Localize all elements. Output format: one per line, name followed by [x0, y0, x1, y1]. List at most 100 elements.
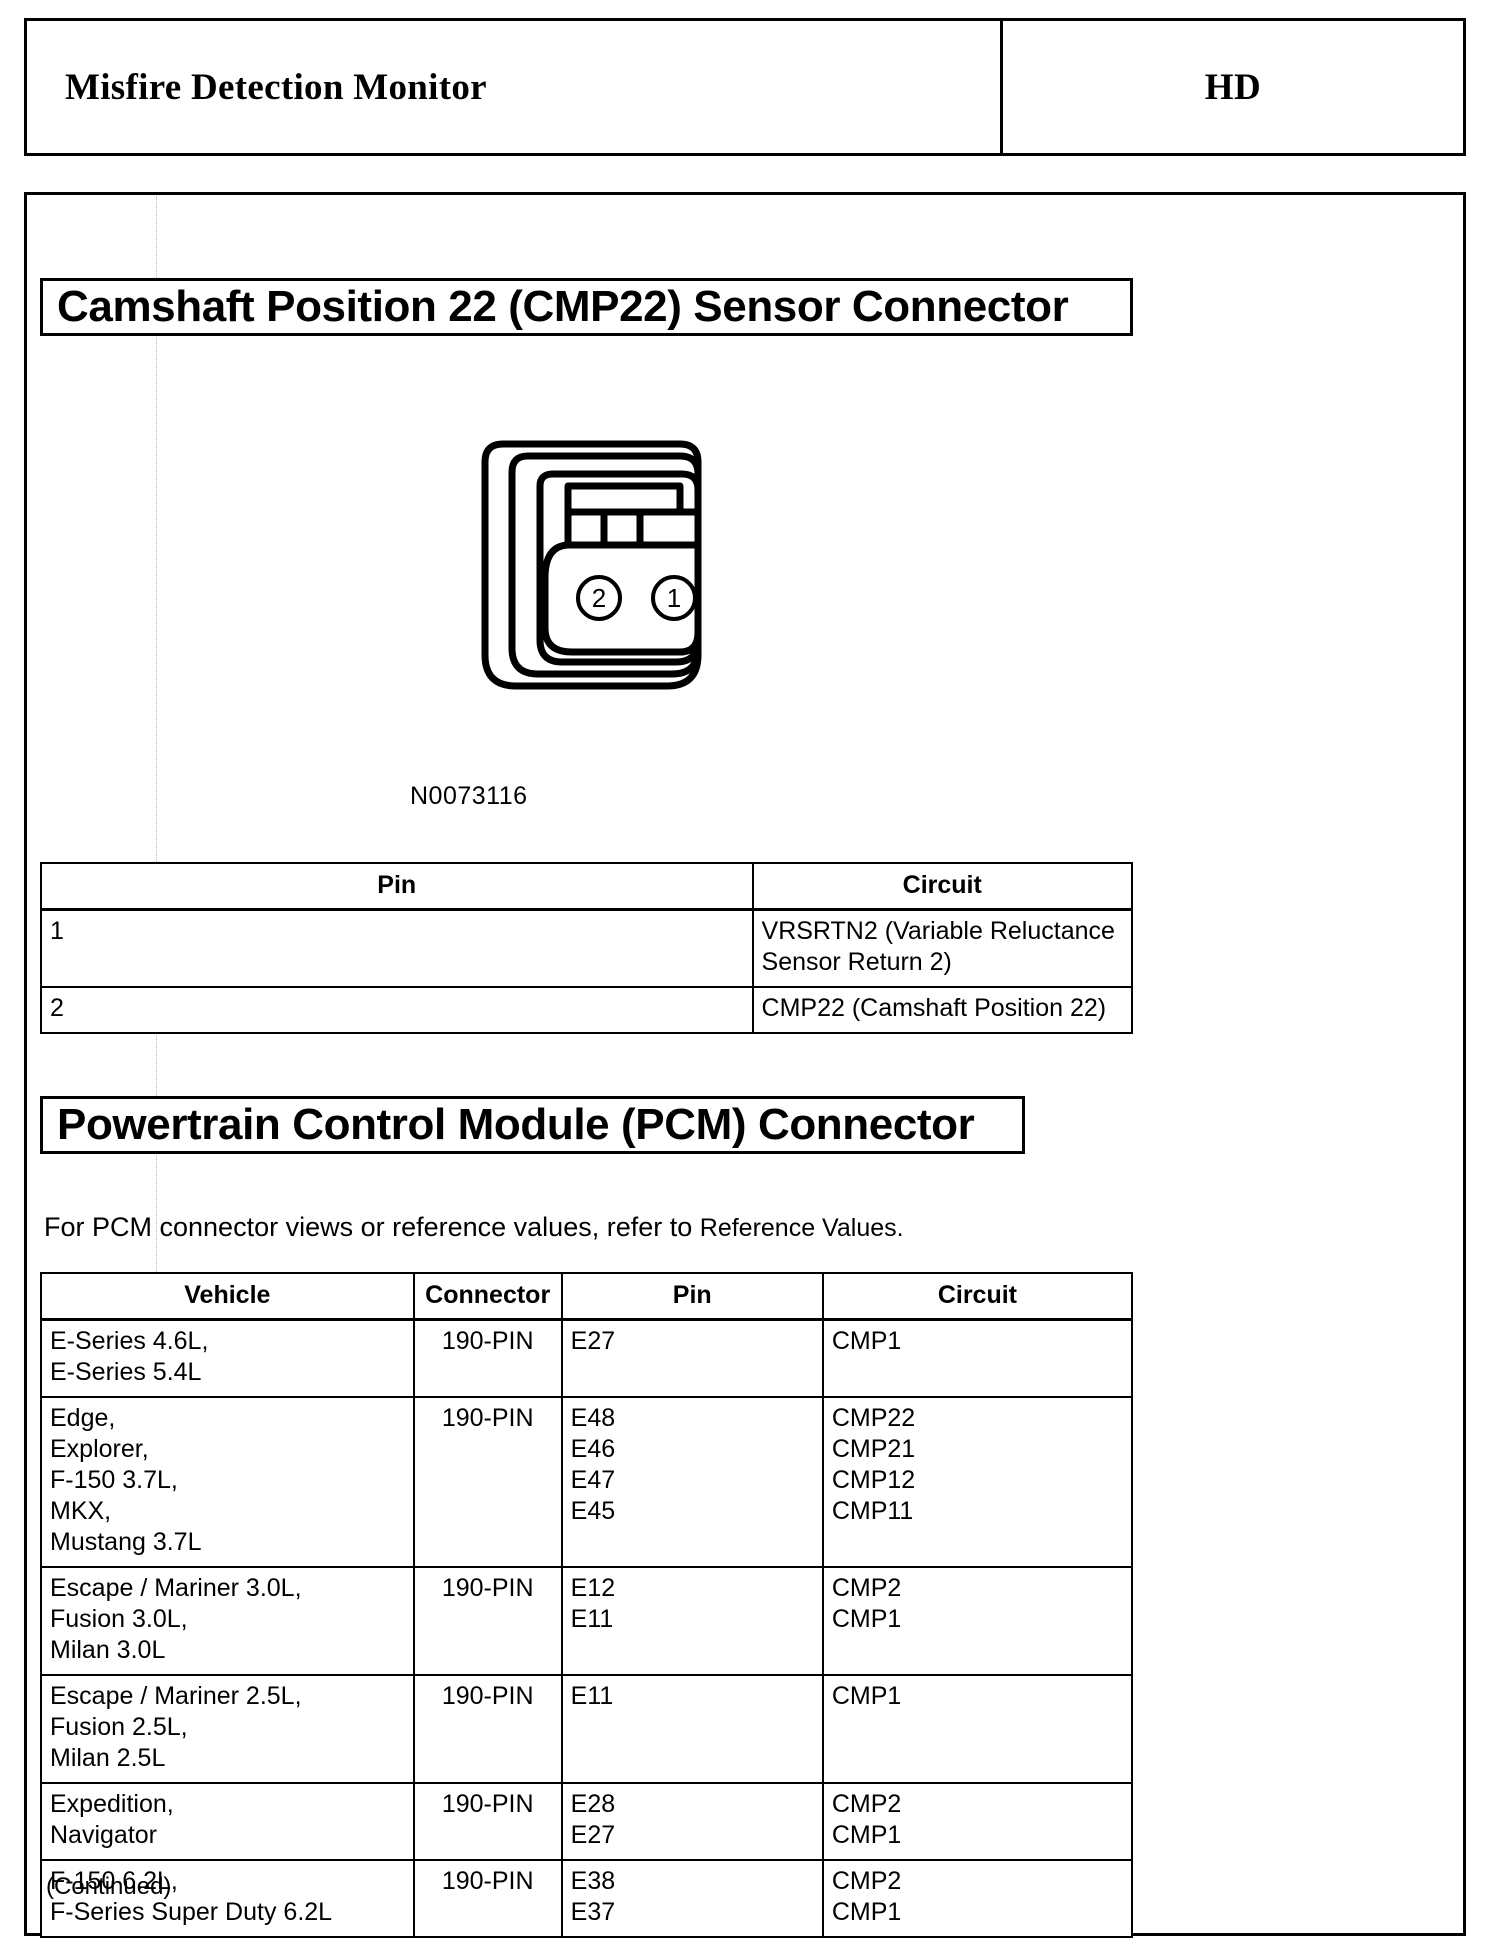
connector-face-body: [541, 541, 702, 656]
connector-outline-svg: 2 1: [481, 440, 702, 690]
cell-connector: 190-PIN: [412, 1859, 563, 1938]
page-code-badge: HD: [1204, 66, 1262, 108]
cell-vehicle: Edge,Explorer,F-150 3.7L,MKX,Mustang 3.7…: [40, 1396, 415, 1568]
cell-connector: 190-PIN: [412, 1566, 563, 1676]
table-header-row: Vehicle Connector Pin Circuit: [40, 1272, 1134, 1321]
column-header-circuit: Circuit: [751, 862, 1134, 911]
cell-circuit-line: CMP21: [831, 1435, 916, 1463]
cell-circuit-line: CMP22: [831, 1404, 916, 1432]
pcm-vehicle-pin-table: Vehicle Connector Pin Circuit E-Series 4…: [40, 1272, 1134, 1938]
cell-pin-line: E37: [570, 1898, 616, 1926]
cell-vehicle: E-Series 4.6L,E-Series 5.4L: [40, 1318, 415, 1398]
reference-values-link[interactable]: Reference Values.: [699, 1214, 904, 1242]
cell-connector-line: 190-PIN: [441, 1867, 534, 1895]
cmp22-pin-circuit-table: Pin Circuit 1 VRSRTN2 (Variable Reluctan…: [40, 862, 1134, 1034]
cell-connector-line: 190-PIN: [441, 1404, 534, 1432]
column-header-connector: Connector: [412, 1272, 563, 1321]
cell-pin-line: E46: [570, 1435, 616, 1463]
table-row: 1 VRSRTN2 (Variable Reluctance Sensor Re…: [40, 908, 1134, 988]
section-heading-cmp22-label: Camshaft Position 22 (CMP22) Sensor Conn…: [57, 282, 1069, 331]
section-heading-cmp22-connector: Camshaft Position 22 (CMP22) Sensor Conn…: [40, 278, 1133, 336]
cell-pin: E27: [560, 1318, 824, 1398]
figure-part-number: N0073116: [410, 782, 528, 810]
cell-vehicle-line: Fusion 3.0L,: [50, 1605, 188, 1633]
cell-circuit-line: CMP1: [831, 1605, 902, 1633]
table-row: Escape / Mariner 3.0L, Fusion 3.0L, Milan …: [40, 1566, 1134, 1676]
cell-vehicle: Escape / Mariner 3.0L, Fusion 3.0L, Milan …: [40, 1566, 415, 1676]
section-heading-pcm-connector: Powertrain Control Module (PCM) Connecto…: [40, 1096, 1025, 1154]
cell-vehicle-line: Edge,: [50, 1404, 116, 1432]
cell-pin-line: E48: [570, 1404, 616, 1432]
cell-circuit: CMP1: [821, 1318, 1134, 1398]
cell-vehicle-line: MKX,: [50, 1497, 112, 1525]
page-header: Misfire Detection Monitor HD: [24, 18, 1466, 156]
cell-pin-line: E28: [570, 1790, 616, 1818]
cell-vehicle-line: Escape / Mariner 3.0L,: [50, 1574, 302, 1602]
cell-vehicle-line: Milan 3.0L: [50, 1636, 166, 1664]
column-header-vehicle: Vehicle: [40, 1272, 415, 1321]
section-heading-pcm-label: Powertrain Control Module (PCM) Connecto…: [57, 1100, 975, 1149]
cell-pin-line: E38: [570, 1867, 616, 1895]
cell-pin-line: E11: [570, 1605, 614, 1633]
cell-circuit-line: CMP1: [831, 1821, 902, 1849]
cell-vehicle-line: F-Series Super Duty 6.2L: [50, 1898, 333, 1926]
cell-circuit-line: CMP2: [831, 1790, 902, 1818]
column-header-circuit: Circuit: [821, 1272, 1134, 1321]
cell-vehicle-line: Escape / Mariner 2.5L,: [50, 1682, 302, 1710]
cell-vehicle: Escape / Mariner 2.5L, Fusion 2.5L, Milan …: [40, 1674, 415, 1784]
cell-vehicle-line: Navigator: [50, 1821, 157, 1849]
cell-vehicle-line: Fusion 2.5L,: [50, 1713, 188, 1741]
cell-circuit: CMP1: [821, 1674, 1134, 1784]
cell-vehicle: F-150 6.2L, F-Series Super Duty 6.2L: [40, 1859, 415, 1938]
cell-vehicle: Expedition, Navigator: [40, 1782, 415, 1861]
cell-connector-line: 190-PIN: [441, 1790, 534, 1818]
cell-circuit-line: CMP1: [831, 1898, 902, 1926]
cell-connector: 190-PIN: [412, 1782, 563, 1861]
table-row: 2 CMP22 (Camshaft Position 22): [40, 986, 1134, 1034]
continued-note: (Continued): [46, 1873, 172, 1900]
cell-circuit-line: CMP1: [831, 1682, 902, 1710]
page-header-title-cell: Misfire Detection Monitor: [27, 21, 1003, 153]
cell-pin-line: E12: [570, 1574, 616, 1602]
cell-vehicle-line: Mustang 3.7L: [50, 1528, 202, 1556]
cell-pin-line: E47: [570, 1466, 616, 1494]
cell-connector: 190-PIN: [412, 1674, 563, 1784]
pin-marker-2-label: 2: [592, 583, 606, 613]
cmp22-connector-diagram: 2 1: [390, 400, 810, 730]
cell-vehicle-line: Milan 2.5L: [50, 1744, 166, 1772]
table-row: Edge,Explorer,F-150 3.7L,MKX,Mustang 3.7…: [40, 1396, 1134, 1568]
page-header-code-cell: HD: [1003, 21, 1463, 153]
column-header-pin: Pin: [40, 862, 754, 911]
table-header-row: Pin Circuit: [40, 862, 1134, 911]
cell-circuit-line: CMP1: [831, 1327, 902, 1355]
cell-vehicle-line: E-Series 5.4L: [50, 1358, 202, 1386]
cell-connector-line: 190-PIN: [441, 1327, 534, 1355]
cell-vehicle-line: Expedition,: [50, 1790, 174, 1818]
cell-connector: 190-PIN: [412, 1396, 563, 1568]
cell-vehicle-line: F-150 3.7L,: [50, 1466, 178, 1494]
column-header-pin: Pin: [560, 1272, 824, 1321]
margin-rule-line: [156, 196, 157, 1936]
cell-pin-line: E45: [570, 1497, 616, 1525]
cell-connector-line: 190-PIN: [441, 1682, 534, 1710]
table-row: E-Series 4.6L,E-Series 5.4L 190-PIN E27 CMP…: [40, 1318, 1134, 1398]
connector-shell-inner: [536, 470, 702, 666]
cell-circuit-line: CMP2: [831, 1867, 902, 1895]
cell-circuit: VRSRTN2 (Variable Reluctance Sensor Retu…: [751, 908, 1134, 988]
cell-circuit: CMP22 (Camshaft Position 22): [751, 986, 1134, 1034]
page-title: Misfire Detection Monitor: [65, 66, 487, 108]
cell-connector: 190-PIN: [412, 1318, 563, 1398]
cell-pin-line: E27: [570, 1327, 616, 1355]
cell-circuit-line: CMP2: [831, 1574, 902, 1602]
cell-circuit-line: CMP11: [831, 1497, 914, 1525]
cell-vehicle-line: F-150 6.2L,: [50, 1867, 178, 1895]
